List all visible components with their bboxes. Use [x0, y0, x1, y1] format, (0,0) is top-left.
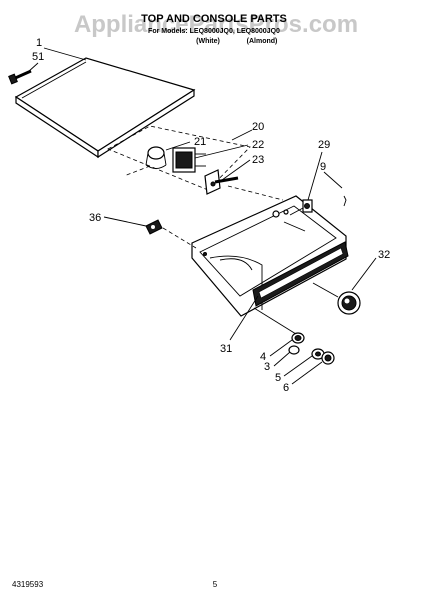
callout-31: 31 [220, 343, 232, 355]
bracket-29 [289, 199, 313, 216]
callout-6: 6 [283, 382, 289, 394]
clip-36 [145, 219, 163, 235]
assembly-line-d [312, 282, 339, 298]
button-4 [291, 332, 305, 344]
leader-9 [323, 171, 343, 189]
leader-4 [269, 339, 293, 357]
doc-number: 4319593 [12, 580, 44, 589]
leader-36 [103, 216, 147, 227]
leader-31 [229, 295, 259, 341]
cap-6 [321, 351, 335, 365]
clip-9 [343, 195, 347, 207]
screw-51 [8, 69, 32, 85]
ring-3 [288, 345, 300, 355]
part-21 [145, 146, 167, 169]
leader-21 [165, 141, 191, 151]
top-panel [14, 57, 196, 159]
watermark: AppliancePartsPros.com [74, 11, 358, 38]
leader-32 [351, 257, 377, 291]
callout-32: 32 [378, 249, 390, 261]
leader-29 [307, 151, 323, 201]
leader-6 [291, 361, 323, 385]
assembly-line-c [162, 227, 197, 249]
callout-21: 21 [194, 136, 206, 148]
callout-36: 36 [89, 212, 101, 224]
color-white-label: (White) [196, 38, 220, 45]
model-line: For Models: LEQ8000JQ0, LEQ8000JQ0 [148, 28, 280, 35]
leader-22 [194, 144, 249, 159]
assembly-line-b [123, 165, 151, 177]
leader-3 [273, 351, 291, 367]
clip-23 [204, 169, 239, 195]
leader-1 [43, 47, 87, 61]
leader-23 [221, 159, 251, 181]
callout-3: 3 [264, 361, 270, 373]
leader-51 [27, 62, 39, 73]
assembly-line-e [253, 307, 297, 335]
leader-20 [231, 129, 253, 141]
leader-5 [283, 355, 313, 377]
callout-9: 9 [320, 161, 326, 173]
diagram-title: TOP AND CONSOLE PARTS [141, 13, 287, 25]
bracket-20-outline [107, 125, 251, 191]
callout-4: 4 [260, 351, 266, 363]
switch-22 [172, 147, 206, 173]
assembly-line-a [227, 185, 284, 201]
callout-23: 23 [252, 154, 264, 166]
page-number: 5 [213, 580, 218, 589]
callout-5: 5 [275, 372, 281, 384]
callout-51: 51 [32, 51, 44, 63]
knob-32 [337, 291, 361, 315]
console-panel-31 [191, 195, 349, 317]
callout-29: 29 [318, 139, 330, 151]
callout-22: 22 [252, 139, 264, 151]
color-almond-label: (Almond) [247, 38, 278, 45]
callout-1: 1 [36, 37, 42, 49]
callout-20: 20 [252, 121, 264, 133]
